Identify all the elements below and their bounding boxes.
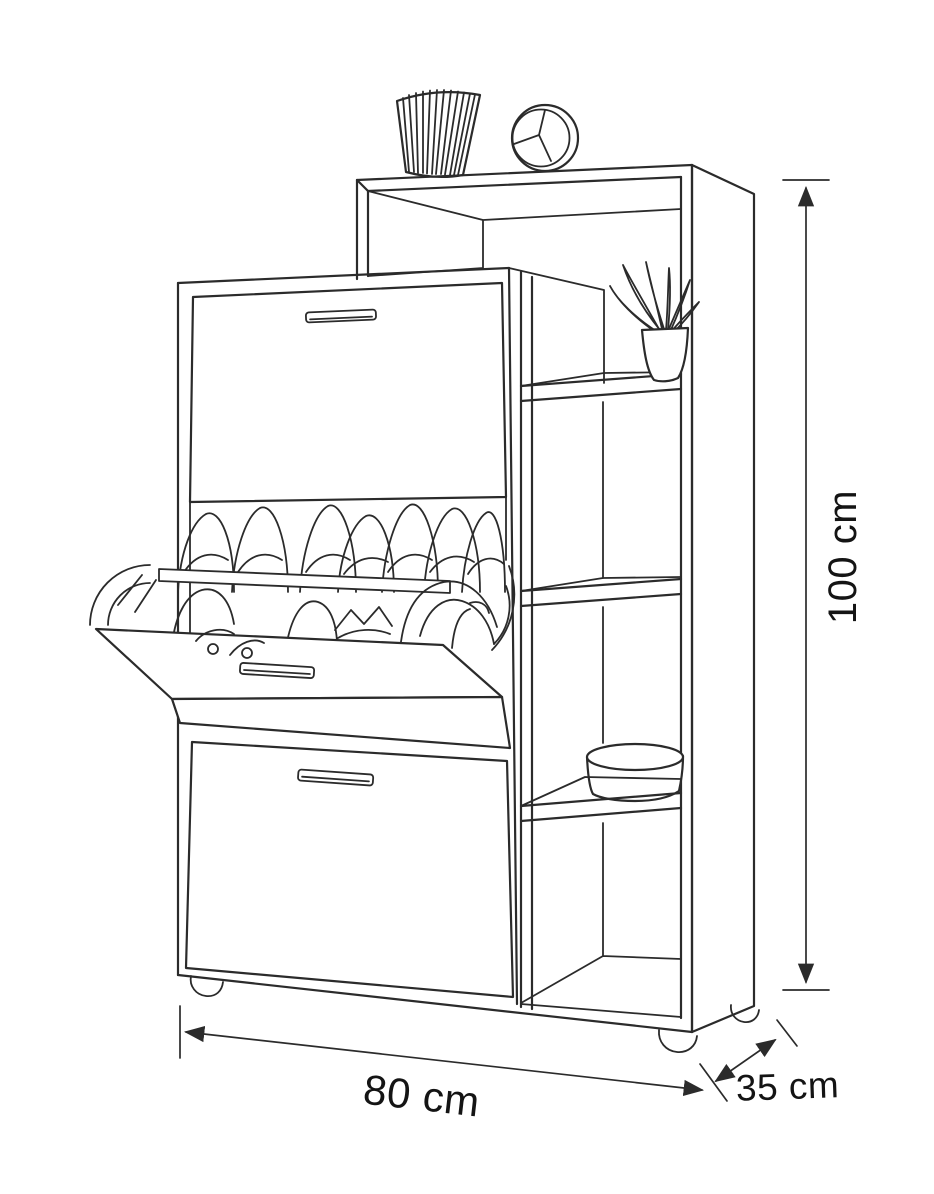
shoes-overlap-details xyxy=(195,598,495,659)
clock-icon xyxy=(510,103,580,173)
side-shelf-column xyxy=(507,261,700,1018)
width-dimension: 80 cm xyxy=(179,1005,728,1126)
hat-box-icon xyxy=(585,742,685,803)
depth-dimension: 35 cm xyxy=(714,1019,840,1109)
middle-flap-handle xyxy=(239,662,316,679)
potted-plant-icon xyxy=(609,261,700,383)
cabinet-outer-frame xyxy=(355,163,756,1034)
width-label: 80 cm xyxy=(361,1066,482,1126)
drawer-inner-rail xyxy=(158,568,451,594)
top-flap-handle xyxy=(304,308,377,324)
height-label: 100 cm xyxy=(821,490,865,624)
open-middle-flap xyxy=(94,627,512,750)
shoes-front-row xyxy=(171,565,516,651)
top-flap-door xyxy=(188,281,508,504)
fan-vase-icon xyxy=(395,89,482,179)
height-dimension: 100 cm xyxy=(782,179,865,991)
shoes-back-row xyxy=(177,503,506,593)
bottom-flap-handle xyxy=(297,768,375,787)
shoe-cabinet xyxy=(89,266,694,1034)
bottom-flap-door xyxy=(184,740,515,999)
flap-side-bracket xyxy=(89,564,157,626)
depth-label: 35 cm xyxy=(735,1064,840,1109)
